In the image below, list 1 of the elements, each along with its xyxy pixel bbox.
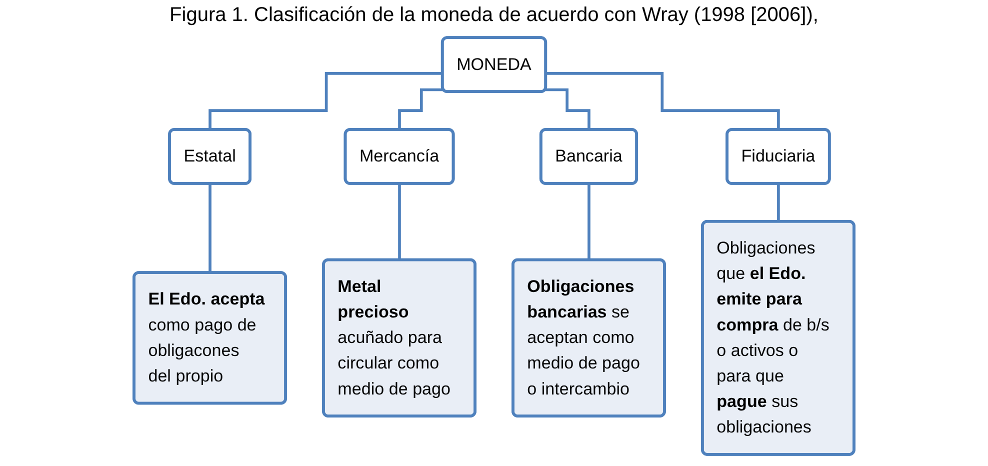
- figure-title: Figura 1. Clasificación de la moneda de acuerdo con Wray (1998 [2006]),: [168, 3, 820, 28]
